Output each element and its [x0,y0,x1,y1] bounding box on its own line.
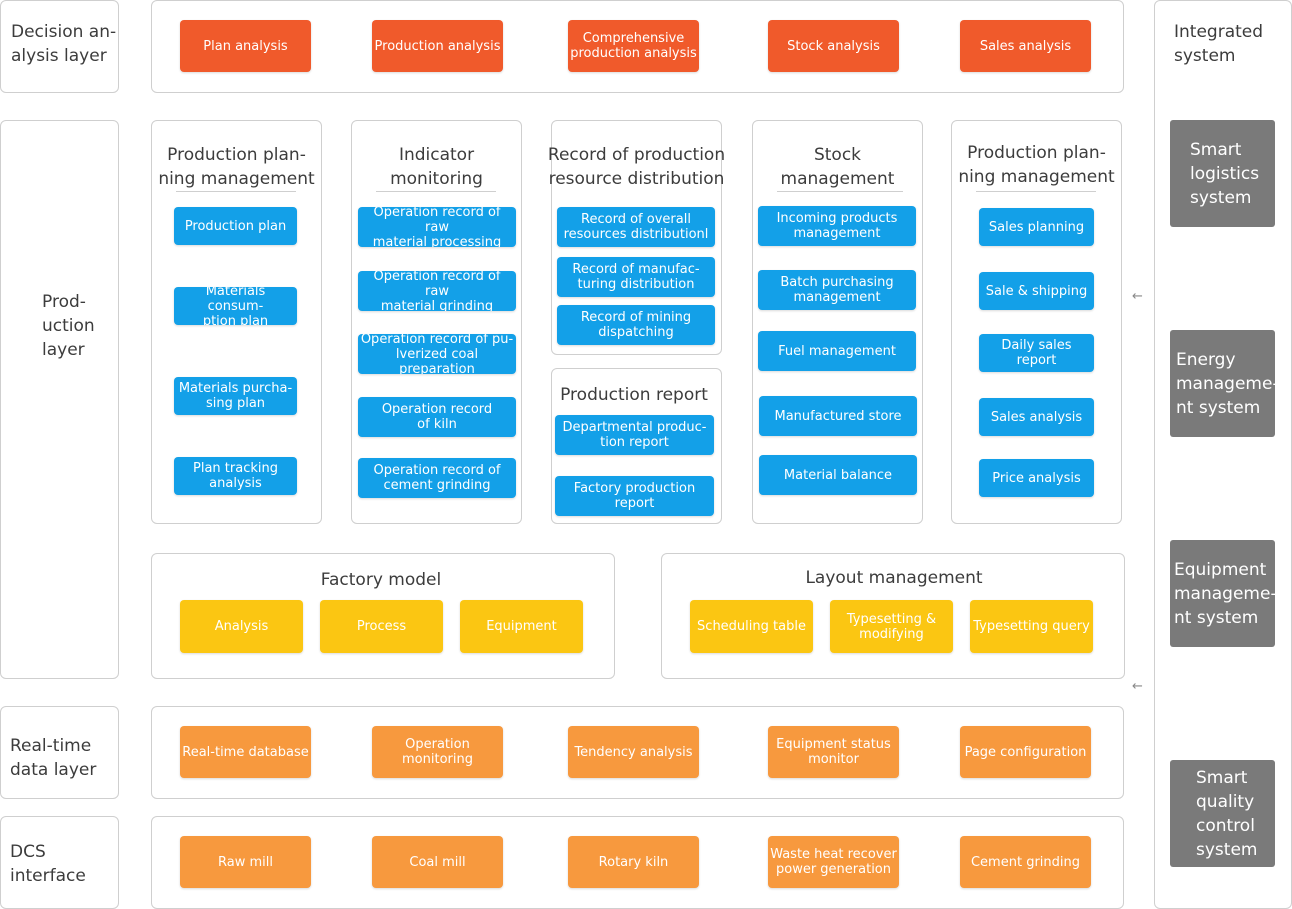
integrated-system-title: Integrated system [1174,22,1264,66]
waste-heat-recover-button[interactable]: Waste heat recover power generation [768,836,899,888]
energy-management-system-box[interactable]: Energy manageme- nt system [1170,330,1279,437]
kiln-record-button[interactable]: Operation record of kiln [358,397,516,437]
production-layer-label: Prod- uction layer [42,292,95,360]
decision-layer-label-panel [0,0,119,93]
smart-logistics-system-box[interactable]: Smart logistics system [1170,120,1275,227]
batch-purchasing-management-button[interactable]: Batch purchasing management [758,270,916,310]
indicator-module-title: Indicator monitoring [390,145,483,189]
price-analysis-button[interactable]: Price analysis [979,459,1094,497]
stock-title-underline [777,191,903,192]
stock-module-title: Stock management [780,145,895,189]
production-layer-label-panel [0,120,119,679]
smart-quality-control-system-box[interactable]: Smart quality control system [1170,760,1275,867]
equipment-button[interactable]: Equipment [460,600,583,653]
factory-model-title: Factory model [320,570,442,590]
dcs-layer-label: DCS interface [10,842,86,886]
sales-analysis-module-button[interactable]: Sales analysis [979,398,1094,436]
incoming-products-management-button[interactable]: Incoming products management [758,206,916,246]
plan-analysis-button[interactable]: Plan analysis [180,20,311,72]
cement-grinding-record-button[interactable]: Operation record of cement grinding [358,458,516,498]
daily-sales-report-button[interactable]: Daily sales report [979,334,1094,372]
materials-purchasing-plan-button[interactable]: Materials purcha- sing plan [174,377,297,415]
tendency-analysis-button[interactable]: Tendency analysis [568,726,699,778]
coal-preparation-record-button[interactable]: Operation record of pu- lverized coal pr… [358,334,516,374]
factory-production-report-button[interactable]: Factory production report [555,476,714,516]
indicator-module-panel [351,120,522,524]
layout-management-title: Layout management [805,568,983,588]
realtime-layer-label-panel [0,706,119,799]
overall-resources-record-button[interactable]: Record of overall resources distribution… [557,207,715,247]
typesetting-modifying-button[interactable]: Typesetting & modifying [830,600,953,653]
production-analysis-button[interactable]: Production analysis [372,20,503,72]
report-module-title: Production report [560,385,708,405]
raw-mill-button[interactable]: Raw mill [180,836,311,888]
coal-mill-button[interactable]: Coal mill [372,836,503,888]
raw-material-processing-record-button[interactable]: Operation record of raw material process… [358,207,516,247]
operation-monitoring-button[interactable]: Operation monitoring [372,726,503,778]
decision-layer-label: Decision an- alysis layer [11,22,117,66]
plan-tracking-analysis-button[interactable]: Plan tracking analysis [174,457,297,495]
planning-title-underline [176,191,296,192]
production-plan-button[interactable]: Production plan [174,207,297,245]
equipment-status-monitor-button[interactable]: Equipment status monitor [768,726,899,778]
materials-consumption-plan-button[interactable]: Materials consum- ption plan [174,287,297,325]
rotary-kiln-button[interactable]: Rotary kiln [568,836,699,888]
realtime-layer-label: Real-time data layer [10,736,97,780]
sale-shipping-button[interactable]: Sale & shipping [979,272,1094,310]
realtime-database-button[interactable]: Real-time database [180,726,311,778]
equipment-management-system-box[interactable]: Equipment manageme- nt system [1170,540,1277,647]
raw-material-grinding-record-button[interactable]: Operation record of raw material grindin… [358,271,516,311]
left-arrow-icon: ← [1132,679,1143,694]
process-button[interactable]: Process [320,600,443,653]
left-arrow-icon: ← [1132,289,1143,304]
planning-module-title: Production plan- ning management [158,145,315,189]
typesetting-query-button[interactable]: Typesetting query [970,600,1093,653]
cement-grinding-button[interactable]: Cement grinding [960,836,1091,888]
analysis-button[interactable]: Analysis [180,600,303,653]
fuel-management-button[interactable]: Fuel management [758,331,916,371]
manufacturing-distribution-record-button[interactable]: Record of manufac- turing distribution [557,257,715,297]
comprehensive-production-analysis-button[interactable]: Comprehensive production analysis [568,20,699,72]
page-configuration-button[interactable]: Page configuration [960,726,1091,778]
resource-module-title: Record of production resource distributi… [547,145,726,189]
sales-module-panel [951,120,1122,524]
mining-dispatching-record-button[interactable]: Record of mining dispatching [557,305,715,345]
sales-analysis-button[interactable]: Sales analysis [960,20,1091,72]
sales-planning-button[interactable]: Sales planning [979,208,1094,246]
sales-module-title: Production plan- ning management [958,143,1115,187]
departmental-production-report-button[interactable]: Departmental produc- tion report [555,415,714,455]
material-balance-button[interactable]: Material balance [759,455,917,495]
scheduling-table-button[interactable]: Scheduling table [690,600,813,653]
sales-title-underline [976,191,1096,192]
indicator-title-underline [376,191,496,192]
stock-analysis-button[interactable]: Stock analysis [768,20,899,72]
manufactured-store-button[interactable]: Manufactured store [759,396,917,436]
